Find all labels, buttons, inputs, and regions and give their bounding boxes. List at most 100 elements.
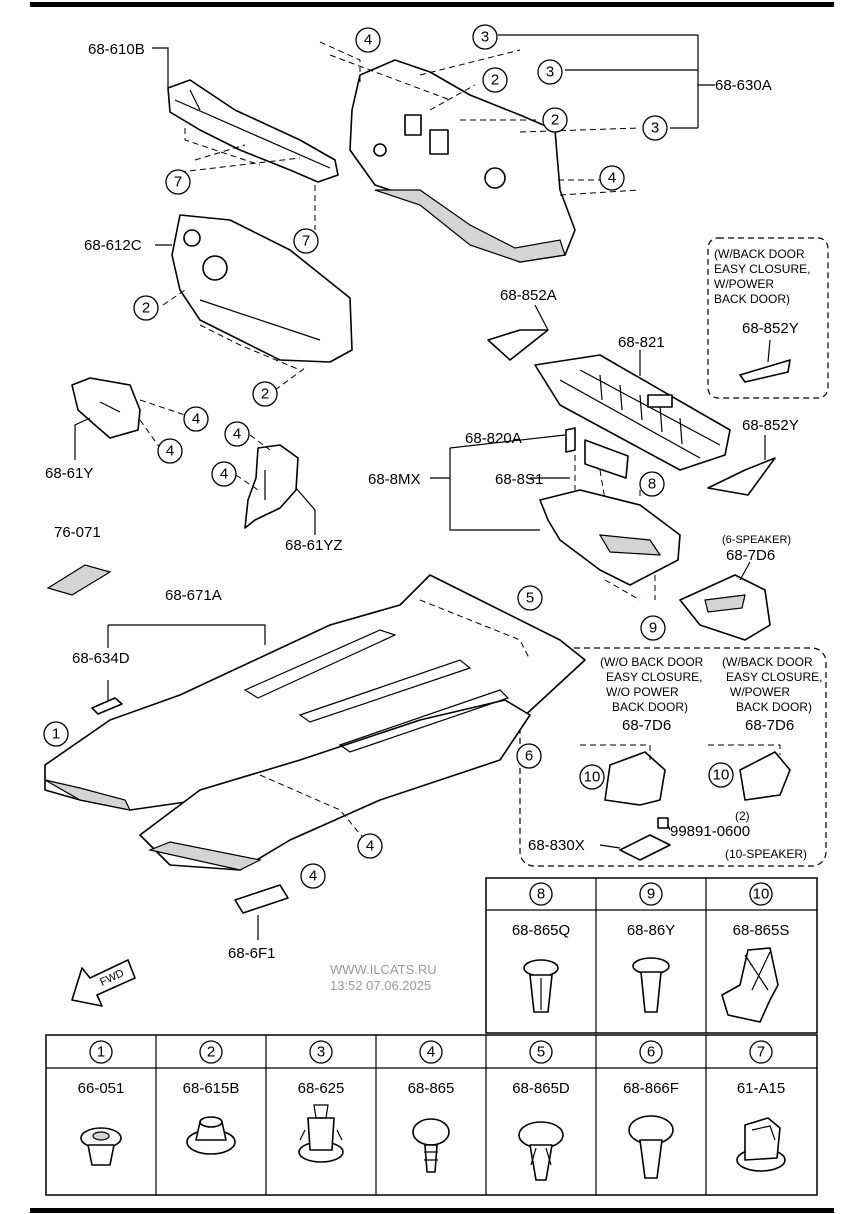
part-68-820A[interactable] [565,427,576,453]
svg-text:4: 4 [220,466,228,483]
push-rivet-icon [412,1118,450,1173]
callout-4[interactable]: 4 [300,863,326,889]
svg-text:2: 2 [551,112,559,129]
label-68-8S1: 68-8S1 [495,471,543,488]
svg-text:EASY CLOSURE,: EASY CLOSURE, [714,262,810,276]
svg-text:(W/O BACK DOOR: (W/O BACK DOOR [600,655,704,669]
part-68-7D6-wo-back-door[interactable] [580,744,666,806]
svg-text:6: 6 [647,1044,655,1061]
part-68-612C[interactable] [171,214,353,363]
callout-7[interactable]: 7 [165,169,191,195]
callout-10[interactable]: 10 [708,762,734,788]
part-68-61YZ[interactable] [244,444,299,529]
part-68-634D[interactable] [91,697,123,715]
part-68-852A[interactable] [487,329,549,361]
part-99891-0600[interactable] [657,817,669,829]
callout-5[interactable]: 5 [517,585,543,611]
callout-4[interactable]: 4 [599,165,625,191]
fastener-7[interactable]: 7 61-A15 [736,1040,786,1172]
fastener-8[interactable]: 8 68-865Q [512,882,570,1013]
label-68-852Y: 68-852Y [742,417,799,434]
fastener-2[interactable]: 2 68-615B [183,1040,240,1155]
part-76-071[interactable] [46,564,112,596]
callout-4[interactable]: 4 [183,406,209,432]
pin-icon [632,957,670,1013]
callout-2[interactable]: 2 [133,295,159,321]
callout-3[interactable]: 3 [472,24,498,50]
svg-text:7: 7 [757,1044,765,1061]
svg-text:3: 3 [481,29,489,46]
label-68-830X: 68-830X [528,837,585,854]
part-68-821[interactable] [534,354,731,471]
label-68-820A: 68-820A [465,430,522,447]
svg-text:3: 3 [317,1044,325,1061]
label-68-6F1: 68-6F1 [228,945,276,962]
callout-4[interactable]: 4 [157,438,183,464]
label-68-61Y: 68-61Y [45,465,93,482]
part-68-8S1[interactable] [584,439,629,479]
fastener-1[interactable]: 1 66-051 [78,1040,125,1166]
svg-text:(W/BACK DOOR: (W/BACK DOOR [714,247,805,261]
part-68-610B[interactable] [167,79,339,183]
svg-text:6: 6 [525,748,533,765]
leader-610B [152,47,169,88]
part-68-852Y[interactable] [707,457,776,496]
part-68-6F1[interactable] [234,884,289,914]
leader-61Y [74,417,91,460]
fastener-3[interactable]: 3 68-625 [298,1040,345,1163]
callout-4[interactable]: 4 [355,27,381,53]
callout-7[interactable]: 7 [293,228,319,254]
fastener-9[interactable]: 9 68-86Y [627,882,675,1013]
clip-icon [523,959,559,1013]
callout-1[interactable]: 1 [43,721,69,747]
svg-text:4: 4 [192,411,200,428]
fastener-6[interactable]: 6 68-866F [623,1040,679,1179]
callout-4[interactable]: 4 [357,833,383,859]
fastener-10[interactable]: 10 68-865S [721,882,789,1023]
svg-text:68-865D: 68-865D [512,1080,570,1097]
label-99891-0600: 99891-0600 [670,823,750,840]
callout-2[interactable]: 2 [252,381,278,407]
label-68-630A: 68-630A [715,77,772,94]
label-68-610B: 68-610B [88,41,145,58]
svg-text:1: 1 [97,1044,105,1061]
leader-630A [688,34,715,129]
label-68-7D6-w: 68-7D6 [745,717,794,734]
note-box-easy-closure [707,237,829,399]
part-68-630A[interactable] [349,59,576,263]
note-wo-back-door: (W/O BACK DOOR EASY CLOSURE, W/O POWER B… [600,655,704,714]
svg-text:5: 5 [526,590,534,607]
svg-text:BACK DOOR): BACK DOOR) [714,292,790,306]
callout-3[interactable]: 3 [537,59,563,85]
svg-text:10: 10 [584,769,601,786]
callout-4[interactable]: 4 [224,421,250,447]
fastener-4[interactable]: 4 68-865 [408,1040,455,1173]
svg-text:BACK DOOR): BACK DOOR) [736,700,812,714]
svg-text:W/POWER: W/POWER [714,277,774,291]
callout-2[interactable]: 2 [482,67,508,93]
callout-2[interactable]: 2 [542,107,568,133]
label-76-071: 76-071 [54,524,101,541]
callout-6[interactable]: 6 [516,743,542,769]
part-68-671A[interactable] [44,574,586,871]
fastener-5[interactable]: 5 68-865D [512,1040,570,1181]
part-68-852Y-in-box[interactable] [739,359,791,383]
part-68-7D6-w-back-door[interactable] [708,744,791,801]
callout-4[interactable]: 4 [211,461,237,487]
watermark-site: WWW.ILCATS.RU [330,962,437,977]
label-68-821: 68-821 [618,334,665,351]
svg-text:68-625: 68-625 [298,1080,345,1097]
part-68-61Y[interactable] [71,377,141,439]
part-68-7D6-6-speaker[interactable] [679,574,771,641]
callout-9[interactable]: 9 [640,615,666,641]
svg-text:BACK DOOR): BACK DOOR) [612,700,688,714]
note-ten-speaker: (10-SPEAKER) [725,847,807,861]
callout-3[interactable]: 3 [642,115,668,141]
callout-10[interactable]: 10 [579,764,605,790]
grommet-clip-icon [80,1127,122,1166]
callout-8[interactable]: 8 [639,471,665,497]
part-68-830X[interactable] [619,834,671,861]
part-68-8MX[interactable] [539,489,681,586]
nut-icon [186,1116,236,1155]
leader-61YZ [295,487,316,535]
